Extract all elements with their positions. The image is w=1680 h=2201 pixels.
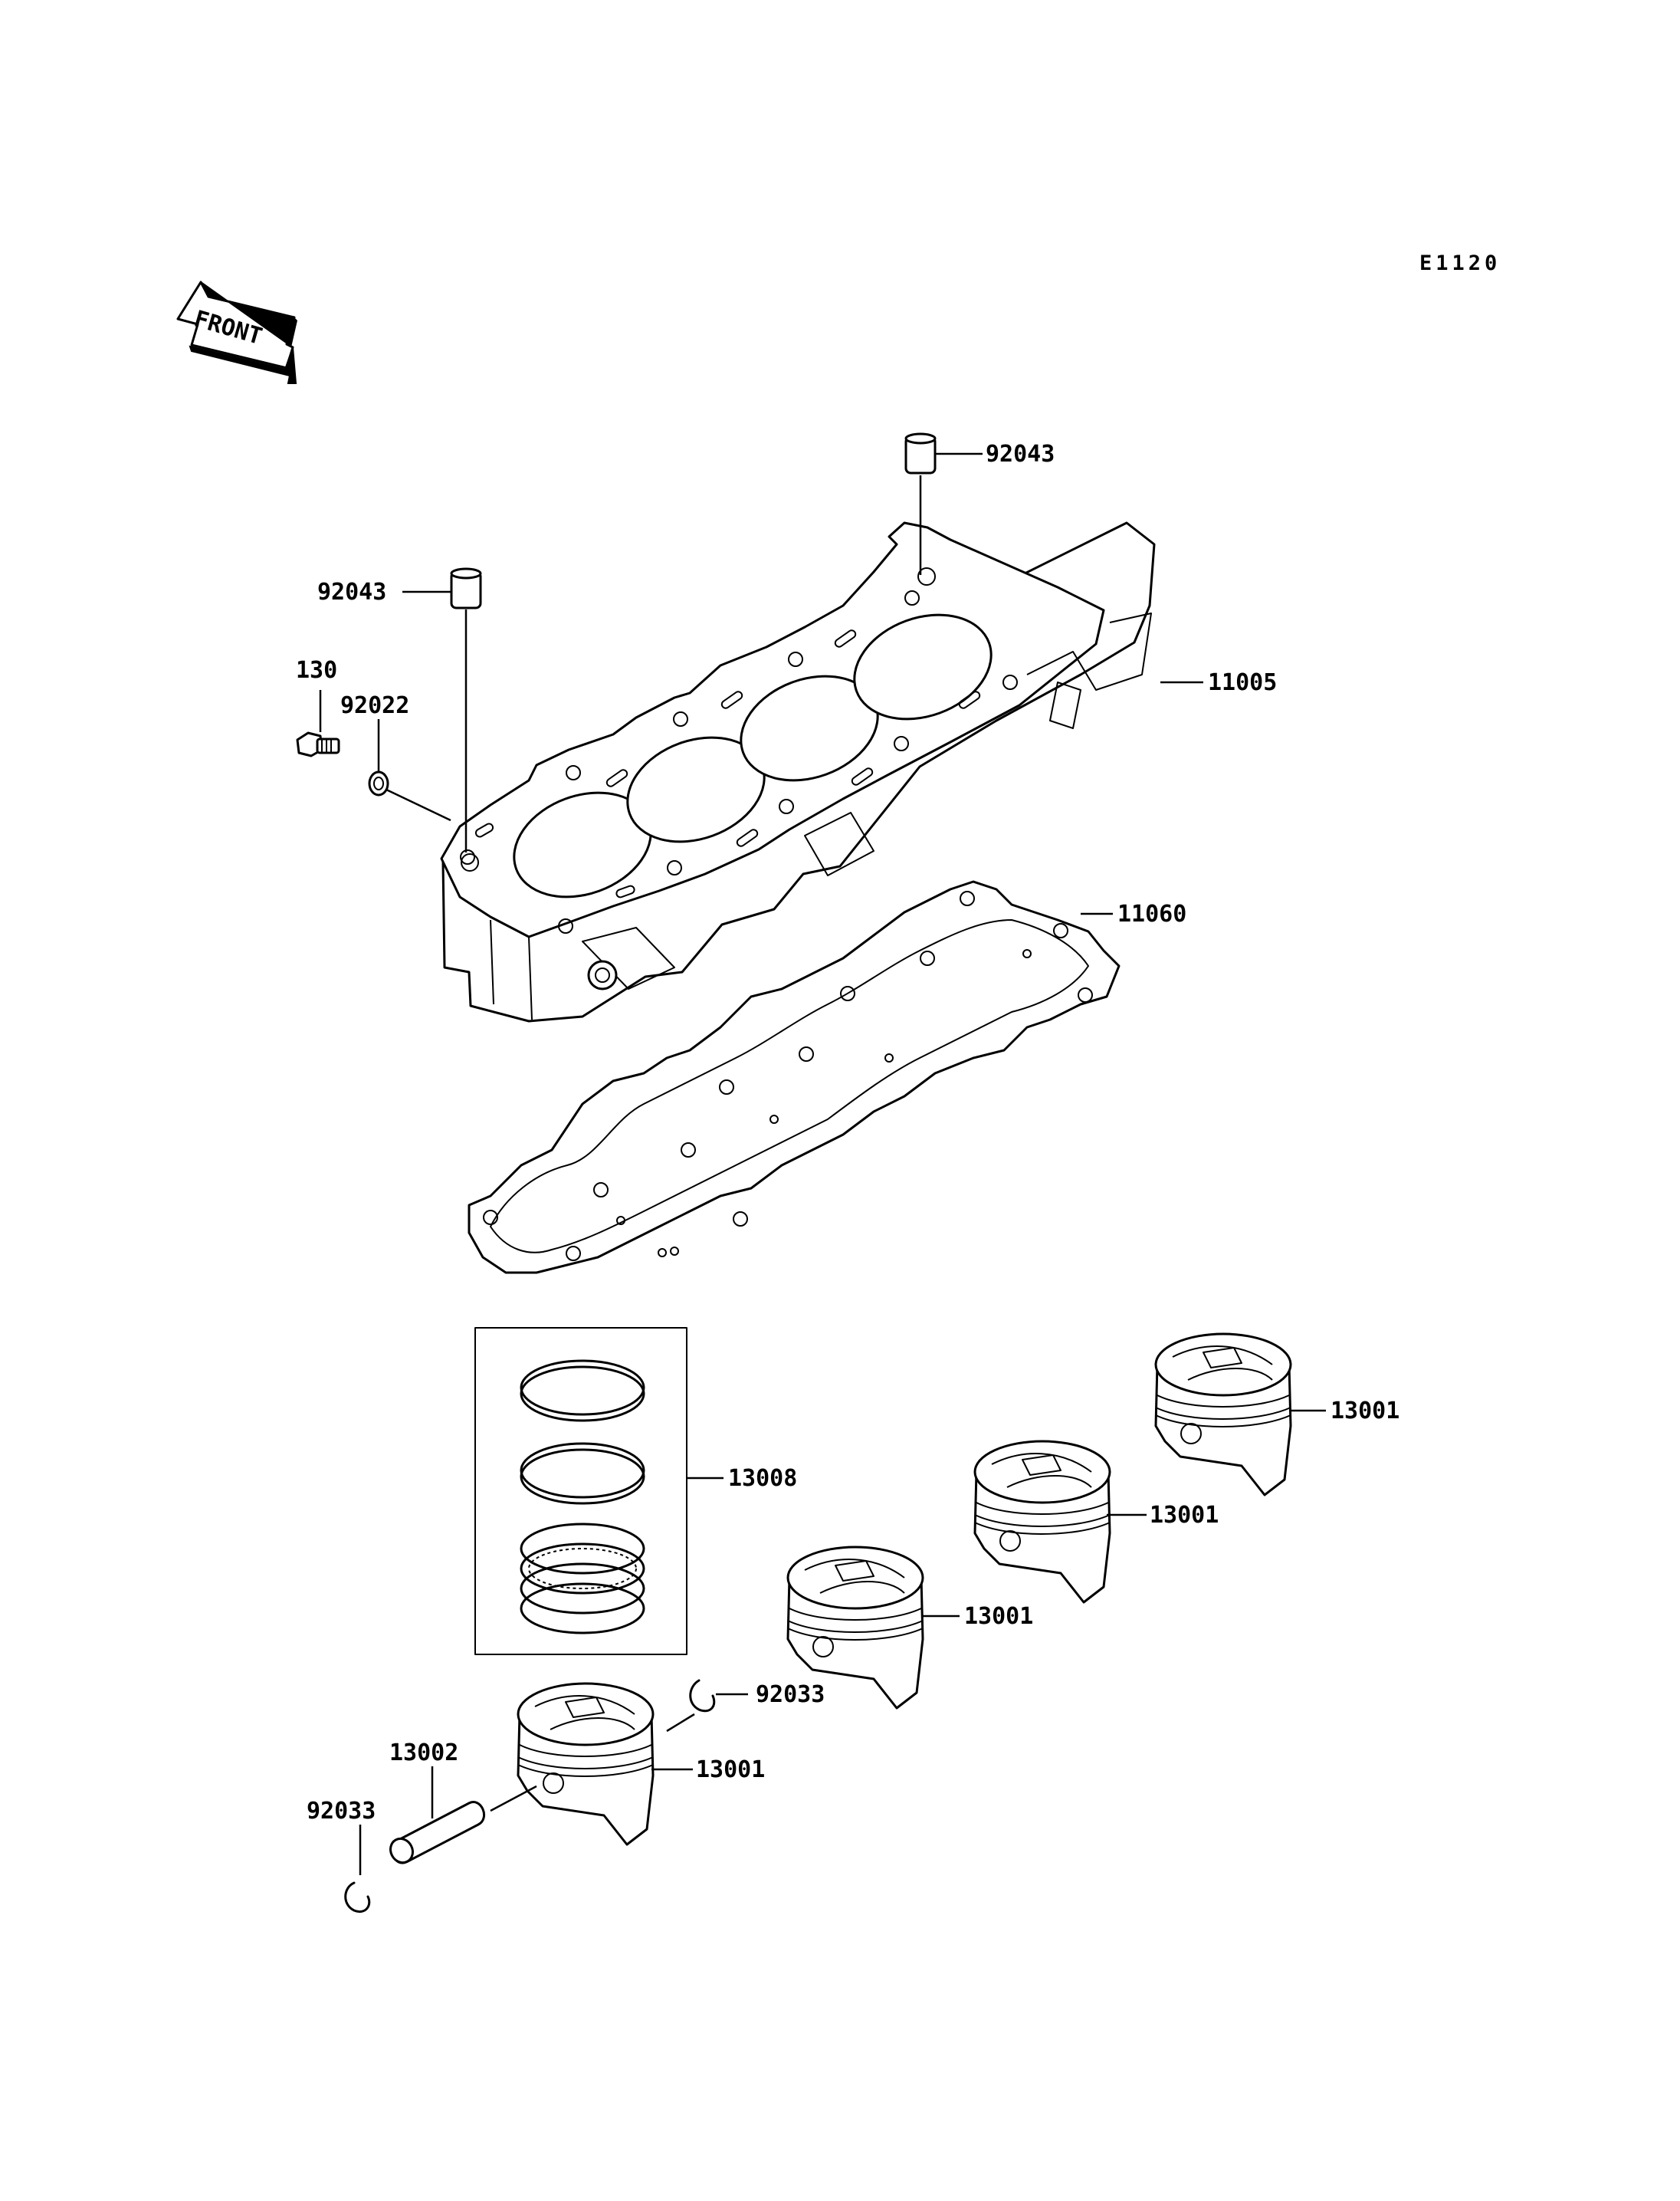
callout-13008: 13008 — [728, 1465, 797, 1492]
callout-11060: 11060 — [1117, 901, 1186, 928]
callout-92043-top: 92043 — [986, 441, 1055, 468]
circlip-left — [344, 1881, 371, 1913]
cylinder-block — [440, 521, 1156, 1023]
piston-ring-set — [474, 1327, 687, 1655]
washer-92022 — [368, 770, 389, 797]
piston-2 — [973, 1440, 1111, 1604]
piston-3 — [786, 1546, 924, 1710]
callout-13001-c: 13001 — [964, 1603, 1033, 1630]
diagram-code: E1120 — [1419, 251, 1501, 275]
piston-4 — [517, 1682, 655, 1846]
callout-92033-left: 92033 — [307, 1798, 376, 1825]
callout-13001-b: 13001 — [1150, 1502, 1219, 1529]
base-gasket — [468, 880, 1121, 1274]
callout-13001-a: 13001 — [1331, 1398, 1399, 1424]
callout-130: 130 — [296, 657, 337, 684]
circlip-right — [689, 1679, 716, 1713]
dowel-pin-top — [904, 432, 937, 475]
bolt-130 — [296, 731, 340, 757]
callout-92043-left: 92043 — [317, 579, 386, 606]
callout-11005: 11005 — [1208, 669, 1277, 696]
callout-13001-d: 13001 — [696, 1756, 765, 1783]
callout-labels: 92043 92043 130 92022 11005 11060 13008 … — [296, 441, 1399, 1825]
callout-92022: 92022 — [340, 692, 409, 719]
piston-pin — [389, 1801, 486, 1864]
dowel-pin-left — [450, 567, 482, 609]
front-arrow-icon: FRONT — [176, 281, 297, 384]
callout-92033-right: 92033 — [756, 1681, 825, 1708]
piston-1 — [1154, 1332, 1292, 1496]
leader-lines — [319, 452, 1326, 1875]
callout-13002: 13002 — [389, 1739, 458, 1766]
